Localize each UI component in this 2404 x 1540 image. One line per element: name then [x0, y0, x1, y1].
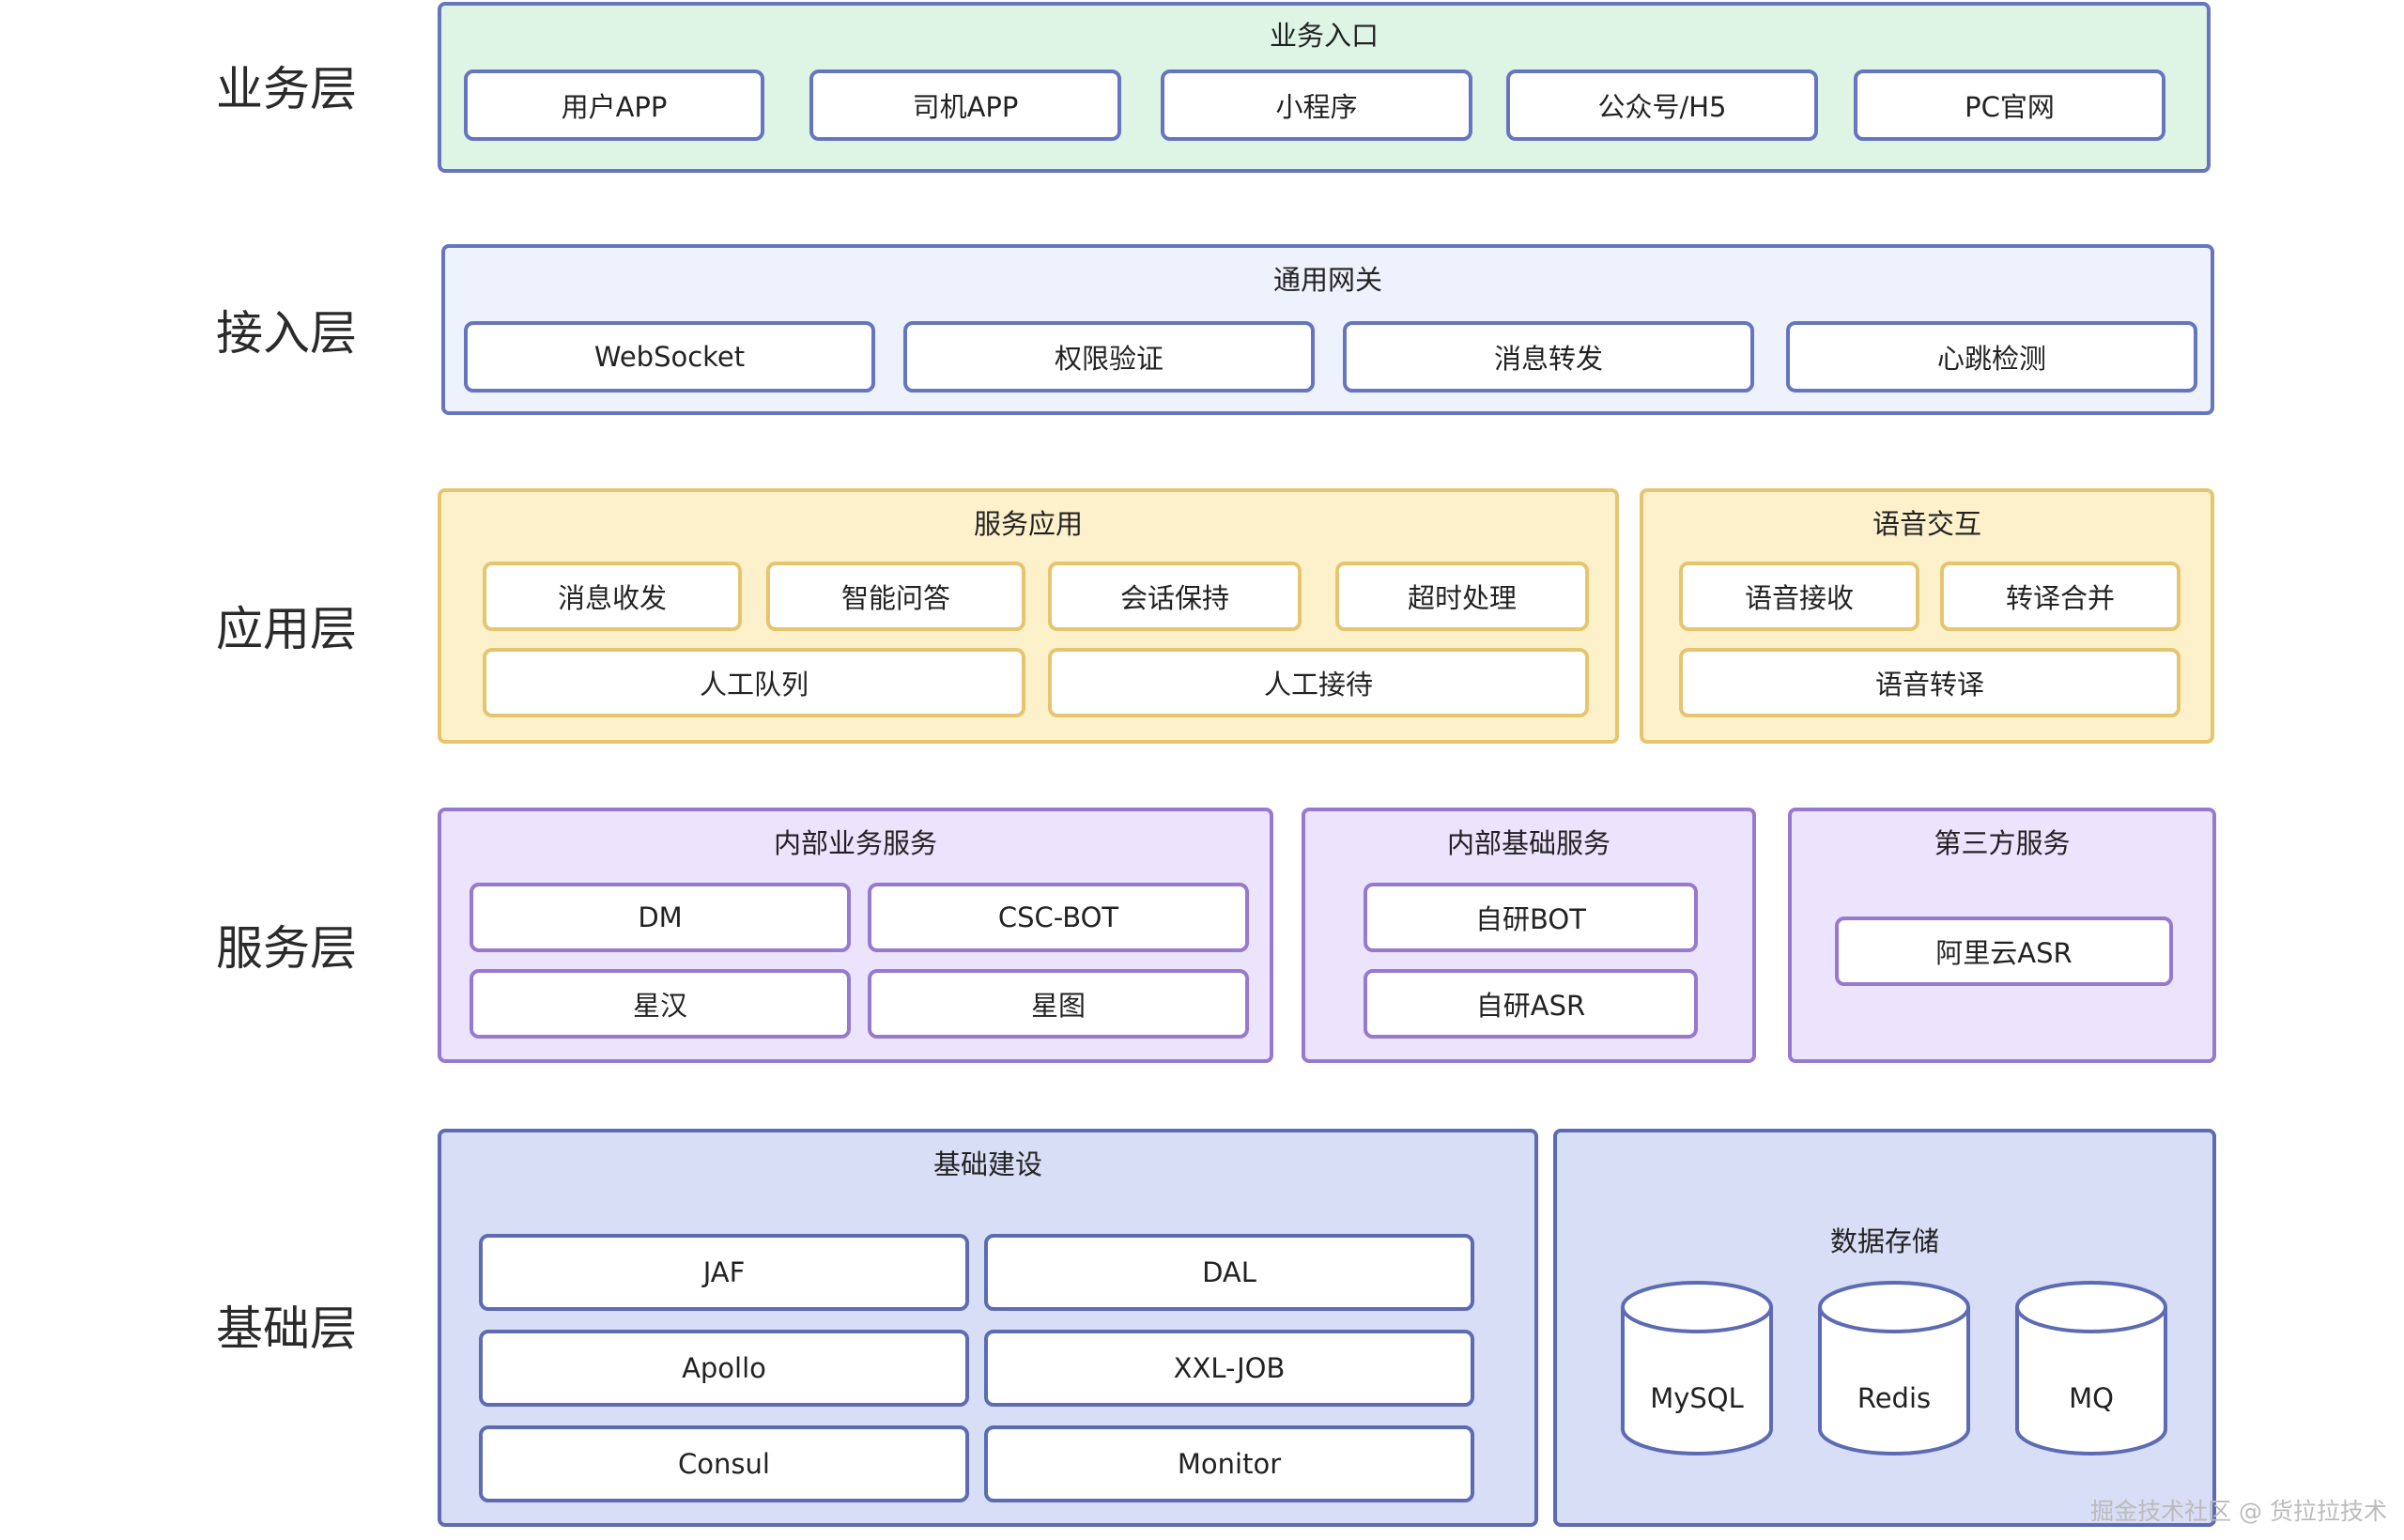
infra-item-dal: DAL — [984, 1234, 1474, 1311]
gateway-title: 通用网关 — [1272, 264, 1382, 296]
service-item-self-bot: 自研BOT — [1364, 883, 1698, 952]
database-icon — [1818, 1281, 1970, 1455]
database-icon — [1621, 1281, 1773, 1455]
infra-item-monitor: Monitor — [984, 1425, 1474, 1502]
app-item-manual-reception: 人工接待 — [1048, 648, 1589, 717]
internal-base-panel: 内部基础服务 自研BOT 自研ASR — [1302, 808, 1756, 1063]
database-icon — [2015, 1281, 2167, 1455]
storage-panel: 数据存储 MySQL Redis MQ — [1553, 1129, 2216, 1527]
layer-label-access: 接入层 — [216, 306, 357, 361]
voice-panel: 语音交互 语音接收 转译合并 语音转译 — [1640, 488, 2214, 744]
service-item-xinghan: 星汉 — [470, 969, 851, 1039]
service-app-title: 服务应用 — [973, 508, 1083, 540]
infra-item-apollo: Apollo — [479, 1330, 969, 1407]
storage-redis-label: Redis — [1857, 1382, 1932, 1414]
business-item-driver-app: 司机APP — [809, 69, 1121, 141]
voice-item-receive: 语音接收 — [1679, 562, 1919, 631]
voice-item-merge: 转译合并 — [1940, 562, 2181, 631]
business-item-pc-site: PC官网 — [1854, 69, 2165, 141]
business-item-user-app: 用户APP — [464, 69, 764, 141]
infra-item-jaf: JAF — [479, 1234, 969, 1311]
infrastructure-title: 基础建设 — [932, 1148, 1042, 1180]
service-item-dm: DM — [470, 883, 851, 952]
layer-label-service: 服务层 — [216, 921, 357, 976]
storage-title: 数据存储 — [1829, 1225, 1939, 1257]
voice-item-transcribe: 语音转译 — [1679, 648, 2181, 717]
internal-business-title: 内部业务服务 — [773, 827, 937, 859]
business-item-official-h5: 公众号/H5 — [1506, 69, 1818, 141]
service-item-csc-bot: CSC-BOT — [868, 883, 1249, 952]
voice-title: 语音交互 — [1872, 508, 1981, 540]
third-party-title: 第三方服务 — [1934, 827, 2071, 859]
app-item-manual-queue: 人工队列 — [483, 648, 1025, 717]
storage-mq: MQ — [2013, 1279, 2169, 1457]
gateway-item-heartbeat: 心跳检测 — [1786, 321, 2197, 393]
gateway-item-auth: 权限验证 — [903, 321, 1315, 393]
gateway-item-forward: 消息转发 — [1343, 321, 1754, 393]
third-party-panel: 第三方服务 阿里云ASR — [1788, 808, 2216, 1063]
service-item-aliyun-asr: 阿里云ASR — [1835, 916, 2173, 986]
infra-item-xxl-job: XXL-JOB — [984, 1330, 1474, 1407]
infra-item-consul: Consul — [479, 1425, 969, 1502]
business-item-mini-program: 小程序 — [1161, 69, 1472, 141]
app-item-message: 消息收发 — [483, 562, 742, 631]
gateway-item-websocket: WebSocket — [464, 321, 875, 393]
storage-redis: Redis — [1816, 1279, 1972, 1457]
app-item-timeout: 超时处理 — [1335, 562, 1589, 631]
gateway-panel: 通用网关 WebSocket 权限验证 消息转发 心跳检测 — [441, 244, 2214, 415]
storage-mysql: MySQL — [1619, 1279, 1775, 1457]
infrastructure-panel: 基础建设 JAF DAL Apollo XXL-JOB Consul Monit… — [438, 1129, 1538, 1527]
layer-label-foundation: 基础层 — [216, 1301, 357, 1356]
internal-base-title: 内部基础服务 — [1446, 827, 1610, 859]
watermark: 掘金技术社区 @ 货拉拉技术 — [2090, 1498, 2387, 1525]
service-item-xingtu: 星图 — [868, 969, 1249, 1039]
internal-business-panel: 内部业务服务 DM CSC-BOT 星汉 星图 — [438, 808, 1273, 1063]
app-item-session: 会话保持 — [1048, 562, 1302, 631]
storage-mysql-label: MySQL — [1650, 1382, 1744, 1414]
layer-label-application: 应用层 — [216, 602, 357, 656]
app-item-qa: 智能问答 — [766, 562, 1025, 631]
service-app-panel: 服务应用 消息收发 智能问答 会话保持 超时处理 人工队列 人工接待 — [438, 488, 1619, 744]
business-entry-title: 业务入口 — [1269, 20, 1379, 52]
layer-label-business: 业务层 — [216, 62, 357, 116]
storage-mq-label: MQ — [2069, 1382, 2114, 1414]
service-item-self-asr: 自研ASR — [1364, 969, 1698, 1039]
business-entry-panel: 业务入口 用户APP 司机APP 小程序 公众号/H5 PC官网 — [438, 2, 2211, 173]
